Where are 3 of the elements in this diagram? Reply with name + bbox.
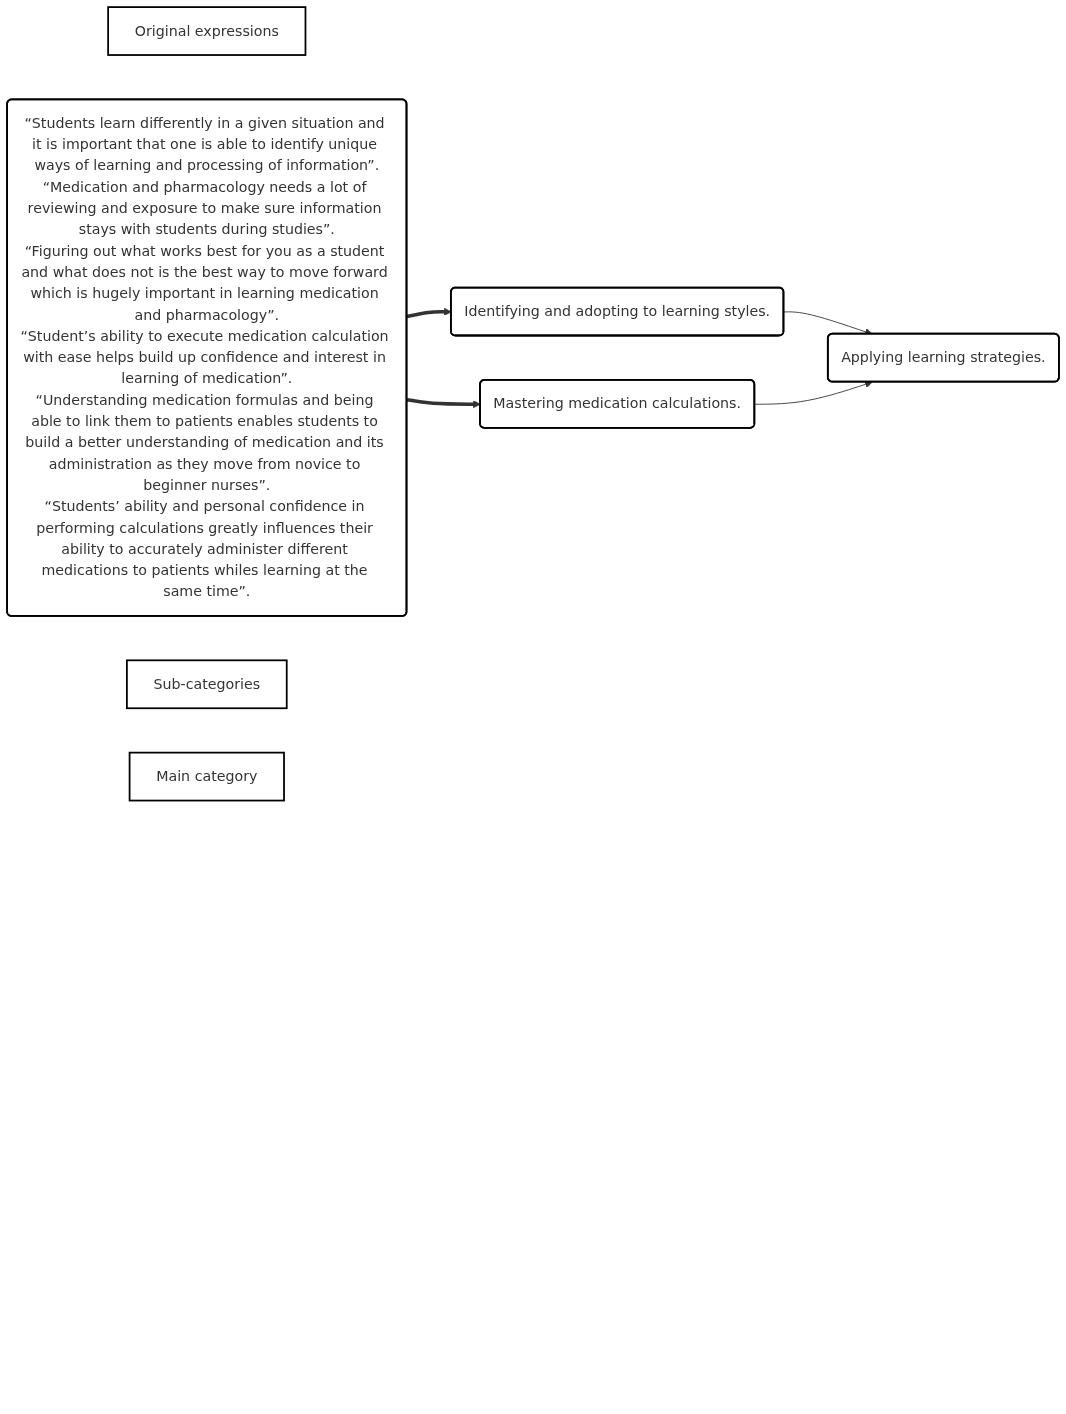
node-box: Original expressions [107, 6, 307, 56]
node-box: Sub-categories [126, 659, 288, 710]
node-box: Main category [128, 751, 285, 802]
